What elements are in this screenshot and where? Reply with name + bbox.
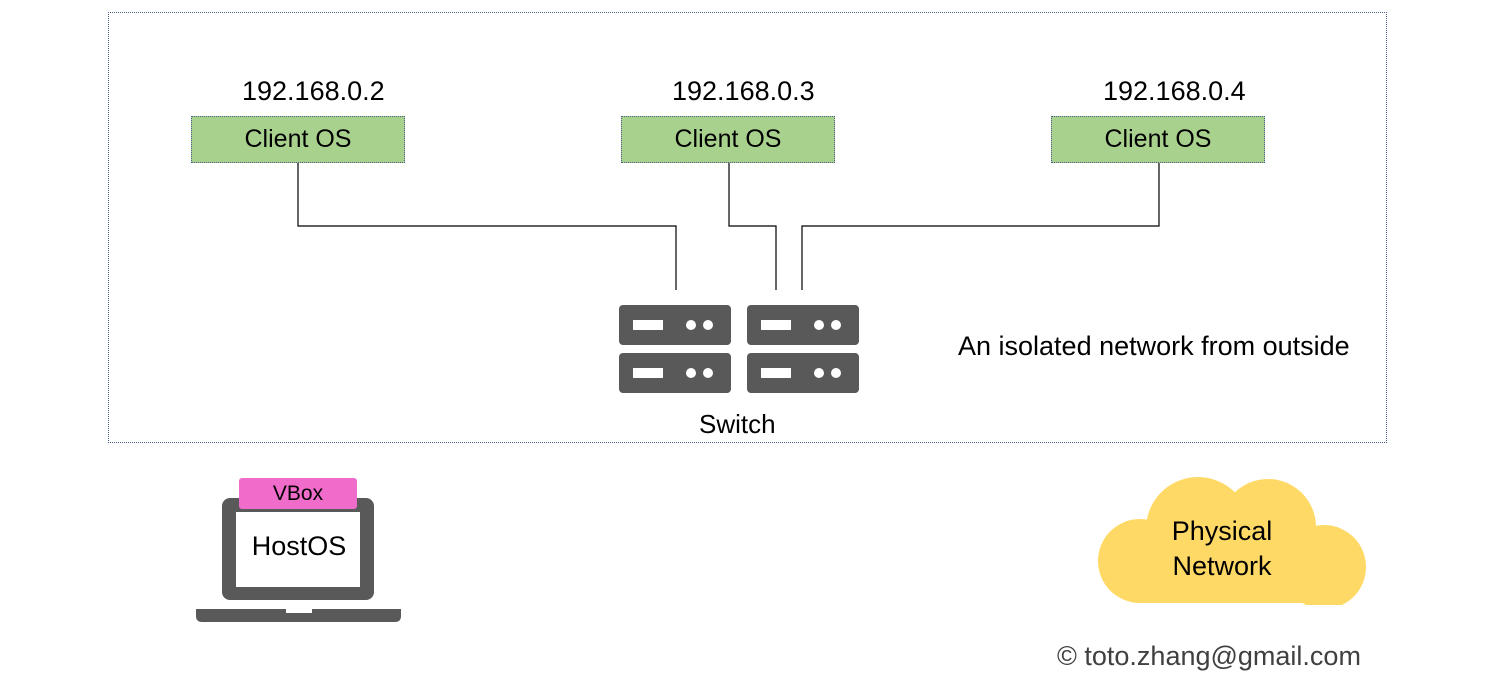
host-os-label: HostOS (251, 531, 347, 561)
laptop-icon (196, 498, 401, 622)
client-os-box-3: Client OS (1051, 116, 1265, 163)
client-ip-2: 192.168.0.3 (672, 76, 815, 106)
client-ip-1: 192.168.0.2 (242, 76, 385, 106)
client-os-box-1: Client OS (191, 116, 405, 163)
client-os-label-2: Client OS (674, 125, 782, 153)
isolated-network-frame (108, 12, 1387, 443)
cloud-label-line-2: Network (1172, 551, 1272, 581)
switch-label: Switch (699, 409, 776, 439)
vbox-tag-label: VBox (272, 481, 324, 505)
isolated-network-caption: An isolated network from outside (958, 331, 1350, 361)
cloud-label: Physical Network (1122, 514, 1322, 584)
cloud-label-line-1: Physical (1171, 516, 1273, 546)
client-os-label-1: Client OS (244, 125, 352, 153)
server-rack-icon (619, 305, 859, 393)
client-ip-3: 192.168.0.4 (1103, 76, 1246, 106)
vbox-tag: VBox (239, 478, 357, 509)
client-os-label-3: Client OS (1104, 125, 1212, 153)
client-os-box-2: Client OS (621, 116, 835, 163)
copyright-notice: © toto.zhang@gmail.com (1057, 641, 1361, 671)
cloud-icon (1098, 477, 1366, 605)
